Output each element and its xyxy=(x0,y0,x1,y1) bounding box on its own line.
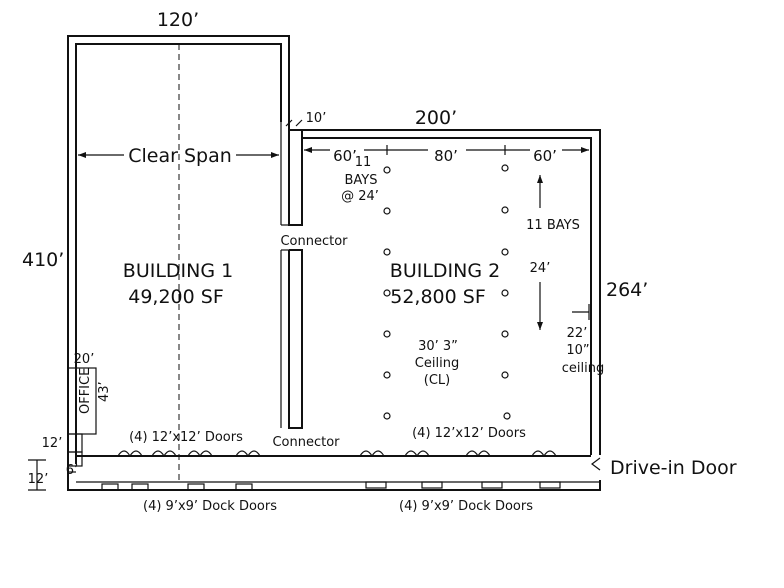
connector-walls xyxy=(280,122,303,429)
dock-b2-label: (4) 9’x9’ Dock Doors xyxy=(399,499,533,514)
doors-b1-label: (4) 12’x12’ Doors xyxy=(129,430,243,445)
apron-depth-label: 12’ xyxy=(28,472,49,487)
bay-right-label: 60’ xyxy=(533,147,557,165)
building2-width-label: 200’ xyxy=(415,107,457,129)
bays-right-label: 11 BAYS xyxy=(526,218,580,233)
building2-name: BUILDING 2 xyxy=(390,260,500,282)
ceiling-height: 30’ 3” xyxy=(418,339,458,354)
drive-in-door-symbol xyxy=(591,457,601,471)
connector-top-label: Connector xyxy=(280,234,348,249)
bays-word: BAYS xyxy=(345,173,378,188)
drive-in-door-label: Drive-in Door xyxy=(610,457,737,479)
office-offset-label: 12’ xyxy=(42,436,63,451)
ceiling-word: Ceiling xyxy=(415,356,459,371)
bays-spacing: @ 24’ xyxy=(341,189,379,204)
building2-length-label: 264’ xyxy=(606,279,648,301)
office-width-label: 20’ xyxy=(74,352,95,367)
ceiling-cl: (CL) xyxy=(424,373,450,388)
office-depth-label: 43’ xyxy=(97,381,112,402)
connector-bottom-label: Connector xyxy=(272,435,340,450)
eave-word: ceiling xyxy=(562,361,604,376)
building1-area: 49,200 SF xyxy=(128,286,224,308)
bay-center-label: 80’ xyxy=(434,147,458,165)
overhead-doors-b1 xyxy=(117,450,261,458)
overhead-doors-b2 xyxy=(359,450,557,458)
eave-height: 22’ xyxy=(567,326,588,341)
dock-doors-b2 xyxy=(365,481,561,489)
building1-length-label: 410’ xyxy=(22,249,64,271)
dock-b1-label: (4) 9’x9’ Dock Doors xyxy=(143,499,277,514)
building1-name: BUILDING 1 xyxy=(123,260,233,282)
office-label: OFFICE xyxy=(78,368,93,414)
office-room xyxy=(67,367,97,467)
bays-count-left: 11 xyxy=(355,155,372,170)
dimension-lines xyxy=(28,119,590,491)
building-2-walls xyxy=(289,129,601,455)
building2-area: 52,800 SF xyxy=(390,286,486,308)
bay-left-label: 60’ xyxy=(333,147,357,165)
eave-height-b: 10” xyxy=(566,343,589,358)
columns xyxy=(383,164,511,420)
connector-width-label: 10’ xyxy=(306,111,327,126)
building1-width-label: 120’ xyxy=(157,9,199,31)
doors-b2-label: (4) 12’x12’ Doors xyxy=(412,426,526,441)
clear-span-label: Clear Span xyxy=(128,145,232,167)
office-setback-label: 6’ xyxy=(66,463,78,478)
front-wall xyxy=(68,455,600,483)
bay-spacing-label: 24’ xyxy=(530,261,551,276)
dock-doors-b1 xyxy=(101,483,253,491)
